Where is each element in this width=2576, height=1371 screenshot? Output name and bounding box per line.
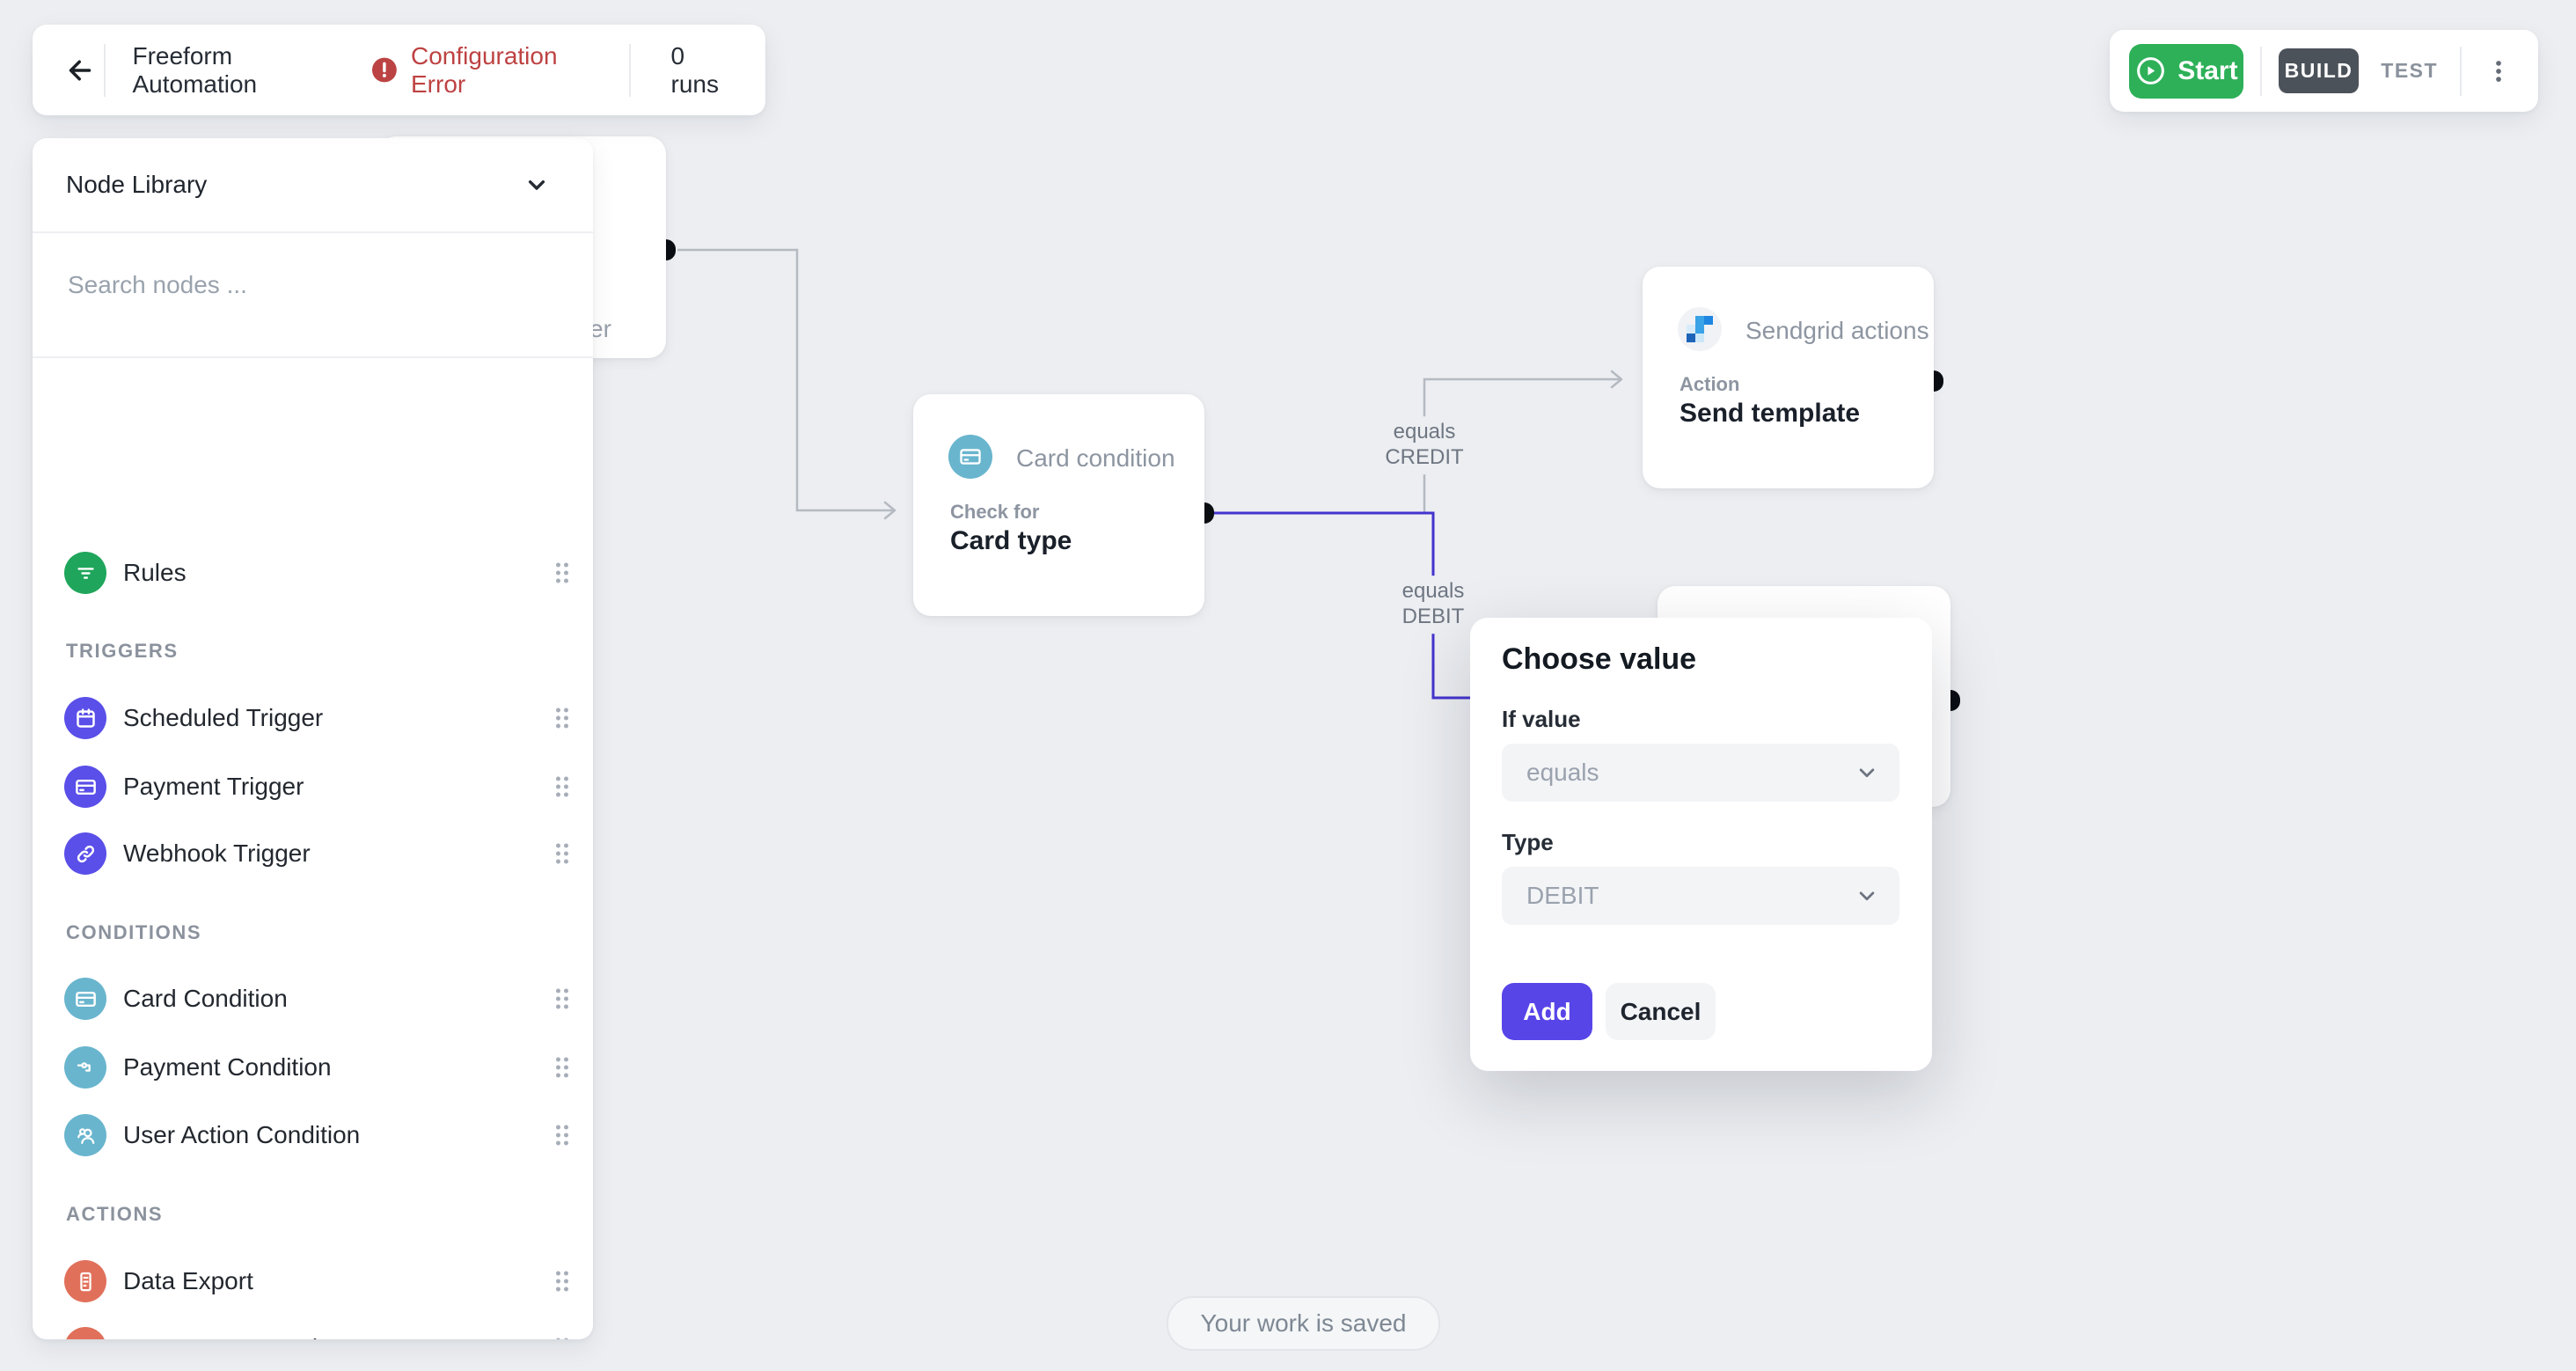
play-circle-icon [2137,57,2165,84]
node-field-value: Send template [1680,399,1861,428]
users-icon [64,1114,106,1156]
header-bar: Freeform Automation Configuration Error … [33,25,765,115]
if-value-select[interactable]: equals [1502,744,1899,802]
node-library-title: Node Library [66,171,208,198]
search-section [33,235,593,358]
node-field-value: Card type [950,526,1072,555]
save-status-toast: Your work is saved [1167,1296,1440,1351]
cancel-button[interactable]: Cancel [1606,983,1716,1040]
type-select[interactable]: DEBIT [1502,867,1899,925]
node-title: Sendgrid actions [1745,317,1929,344]
credit-card-icon [948,435,992,479]
document-icon [64,1260,106,1302]
calendar-icon [64,697,106,739]
sidebar-item-payment-trigger[interactable]: Payment Trigger [33,766,593,808]
drag-handle-icon[interactable] [556,1338,568,1339]
start-button[interactable]: Start [2129,43,2243,99]
filter-icon [64,1327,106,1339]
runs-count: 0 runs [670,41,719,98]
divider [2259,46,2262,96]
sidebar-item-user-action-condition[interactable]: User Action Condition [33,1114,593,1156]
configuration-error-badge[interactable]: Configuration Error [370,42,589,99]
drag-handle-icon[interactable] [556,1271,568,1292]
drag-handle-icon[interactable] [556,843,568,864]
sidebar-item-data-export[interactable]: Data Export [33,1260,593,1302]
chevron-down-icon [1859,768,1875,778]
node-sendgrid-actions[interactable]: Sendgrid actions Action Send template [1643,267,1943,488]
drag-handle-icon[interactable] [556,776,568,797]
section-label-triggers: TRIGGERS [66,640,179,662]
chevron-down-icon [1859,891,1875,901]
sidebar-item-payment-condition[interactable]: Payment Condition [33,1046,593,1089]
output-handle[interactable] [1950,690,1960,711]
mode-toggle-test[interactable]: TEST [2375,58,2443,84]
link-icon [64,832,106,875]
section-label-actions: ACTIONS [66,1203,164,1225]
divider [104,43,106,97]
node-library-header[interactable]: Node Library [33,138,593,233]
output-handle[interactable] [666,239,676,260]
add-button[interactable]: Add [1502,983,1592,1040]
choose-value-dialog: Choose value If value equals Type DEBIT … [1470,618,1932,1071]
output-handle[interactable] [1204,502,1214,524]
node-title: Card condition [1016,444,1175,472]
back-button[interactable] [55,42,104,99]
chevron-down-icon[interactable] [523,171,551,199]
search-input[interactable] [66,270,527,300]
sidebar-item-scheduled-trigger[interactable]: Scheduled Trigger [33,697,593,739]
alert-circle-icon [372,57,398,83]
output-handle[interactable] [1934,370,1943,392]
credit-card-icon [64,978,106,1020]
sidebar-item-request-approval[interactable]: Request Approval [33,1327,593,1339]
branch-icon [64,1046,106,1089]
edge-label-credit[interactable]: equals CREDIT [1376,416,1473,474]
node-card-condition[interactable]: Card condition Check for Card type [913,394,1214,616]
divider [628,43,631,97]
drag-handle-icon[interactable] [556,1125,568,1146]
node-title-partial: er [589,315,611,342]
node-field-label: Check for [950,501,1040,523]
divider [2460,46,2463,96]
run-controls: Start BUILD TEST [2110,30,2538,112]
filter-icon [64,552,106,594]
credit-card-icon [64,766,106,808]
dialog-title: Choose value [1502,642,1697,676]
if-value-label: If value [1502,706,1581,732]
section-label-conditions: CONDITIONS [66,921,202,943]
sidebar-item-rules[interactable]: Rules [33,552,593,594]
drag-handle-icon[interactable] [556,562,568,583]
type-label: Type [1502,829,1554,855]
mode-toggle-build[interactable]: BUILD [2278,48,2360,93]
drag-handle-icon[interactable] [556,1057,568,1078]
kebab-menu-icon[interactable] [2478,50,2519,92]
node-library-panel: Node Library Rules TRIGGERS Scheduled Tr… [33,138,593,1339]
node-field-label: Action [1680,373,1740,395]
drag-handle-icon[interactable] [556,707,568,729]
sendgrid-logo-icon [1678,307,1722,351]
automation-title: Freeform Automation [132,41,258,98]
sidebar-item-card-condition[interactable]: Card Condition [33,978,593,1020]
drag-handle-icon[interactable] [556,988,568,1009]
sidebar-item-webhook-trigger[interactable]: Webhook Trigger [33,832,593,875]
edge-label-debit[interactable]: equals DEBIT [1393,576,1474,634]
